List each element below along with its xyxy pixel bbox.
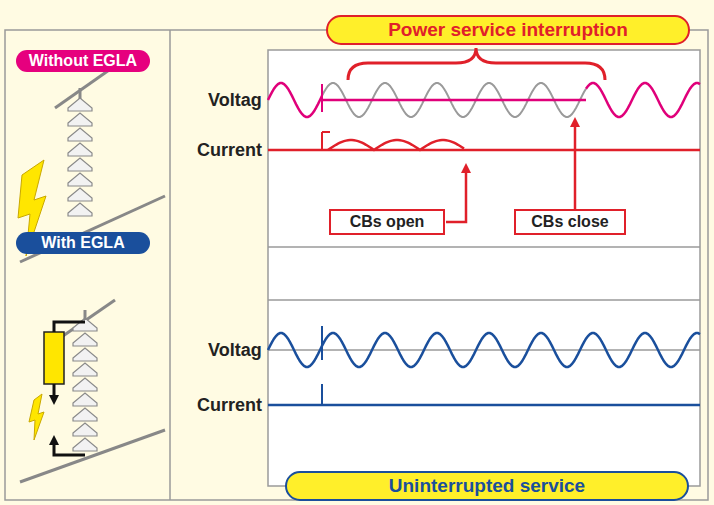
callout-box: CBs open <box>329 209 445 235</box>
surge-spike <box>321 84 323 112</box>
node-text: With EGLA <box>41 234 124 252</box>
panel-line <box>268 299 700 301</box>
plot-panel <box>268 50 700 486</box>
waveforms <box>268 83 700 405</box>
leader-arrow <box>574 122 577 209</box>
surge-spike <box>321 384 323 405</box>
node-text: Power service interruption <box>388 19 628 41</box>
insulator-disc <box>73 408 97 421</box>
egla-lead <box>54 322 85 332</box>
insulator-disc <box>73 393 97 406</box>
lost-voltage <box>322 83 586 117</box>
divider <box>169 30 171 500</box>
insulator-disc <box>73 363 97 376</box>
insulator-disc <box>68 128 92 141</box>
surge-spike <box>321 326 323 360</box>
insulator-disc <box>68 158 92 171</box>
insulator-string <box>68 98 92 216</box>
insulator-disc <box>73 438 97 451</box>
node-text: Without EGLA <box>29 52 137 70</box>
current-line <box>268 404 700 407</box>
spark <box>29 394 44 440</box>
insulator-disc <box>73 378 97 391</box>
ground-wire <box>20 430 165 482</box>
callout-box: CBs close <box>514 209 626 235</box>
axis-label: Voltag <box>208 340 262 361</box>
insulator-string <box>73 310 97 451</box>
node-text: CBs close <box>531 213 608 231</box>
brace <box>348 48 605 80</box>
voltage-wave <box>586 83 700 117</box>
title-pill: Power service interruption <box>326 15 690 45</box>
insulator-disc <box>68 98 92 111</box>
case-pill: Without EGLA <box>16 50 150 72</box>
insulator-disc <box>68 188 92 201</box>
baseline <box>268 349 700 351</box>
voltage-wave <box>268 333 700 367</box>
egla-body <box>44 332 64 384</box>
voltage-zero <box>322 99 586 102</box>
case-pill: With EGLA <box>16 232 150 254</box>
insulator-disc <box>68 203 92 216</box>
axis-label: Current <box>197 395 262 416</box>
fault-current <box>328 140 464 150</box>
voltage-wave <box>268 83 322 117</box>
panel-line <box>268 246 700 248</box>
insulator-disc <box>68 143 92 156</box>
surge-spike <box>322 131 330 133</box>
result-pill: Uninterrupted service <box>285 471 689 501</box>
node-text: CBs open <box>350 213 425 231</box>
node-text: Uninterrupted service <box>389 475 585 497</box>
tower-arm <box>60 300 115 338</box>
current-line <box>268 149 700 152</box>
insulator-disc <box>68 113 92 126</box>
insulator-rod <box>84 310 87 320</box>
egla-lead <box>53 384 56 400</box>
axis-label: Voltag <box>208 90 262 111</box>
insulator-disc <box>68 173 92 186</box>
surge-spike <box>321 132 323 150</box>
axis-label: Current <box>197 140 262 161</box>
insulator-disc <box>73 333 97 346</box>
egla-lead <box>54 440 85 455</box>
insulator-disc <box>73 348 97 361</box>
leader-arrow <box>446 168 466 222</box>
frame <box>5 30 708 500</box>
insulator-disc <box>73 423 97 436</box>
